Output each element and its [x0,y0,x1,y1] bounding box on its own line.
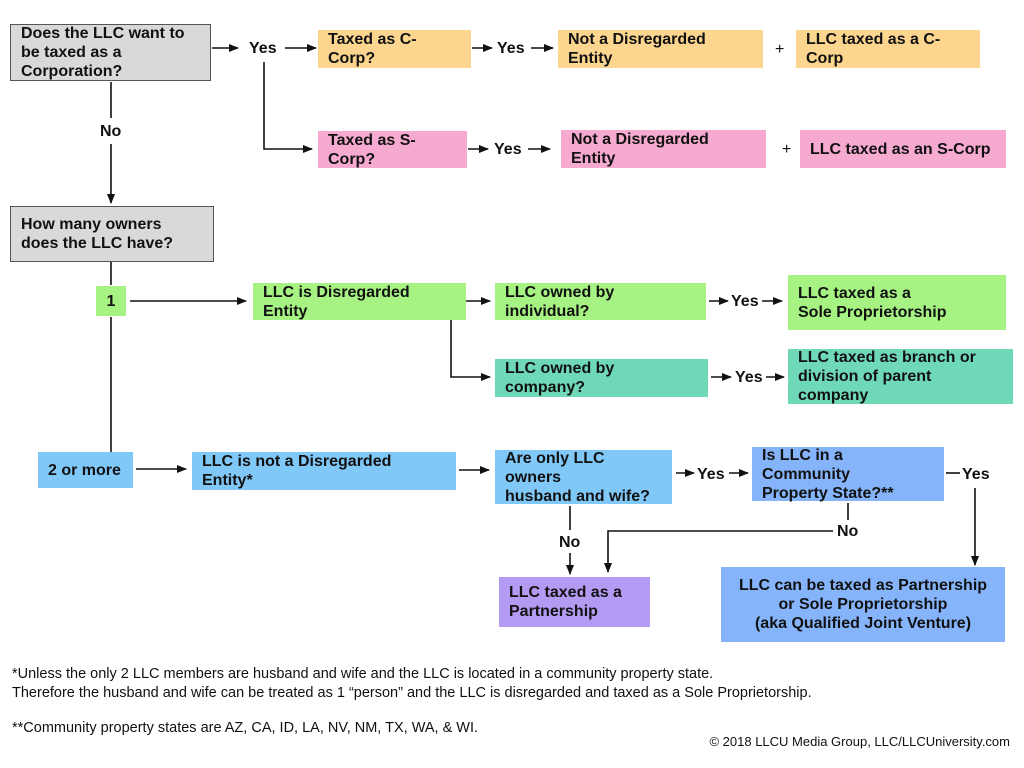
corp-yes-label: Yes [249,40,277,57]
owned-by-company-text: LLC owned by company? [505,360,615,396]
c-corp-yes-label: Yes [497,40,525,57]
company-yes-label: Yes [735,369,763,386]
individual-yes-label: Yes [731,293,759,310]
plus-c-sign: + [775,41,785,58]
partnership-line1: LLC taxed as a [509,584,622,601]
owners-question-text: How many owners does the LLC have? [21,216,174,252]
not-disregarded-star-box: LLC is not a Disregarded Entity* [192,452,456,490]
community-line2: Property State?** [762,484,894,502]
qualified-joint-venture-box: LLC can be taxed as Partnership or Sole … [721,567,1005,642]
disregarded-entity-box: LLC is Disregarded Entity [253,283,466,320]
corporation-question-text: Does the LLC want to be taxed as a Corpo… [21,25,185,80]
husband-wife-yes-label: Yes [697,466,725,483]
qjv-line3: (aka Qualified Joint Venture) [754,615,972,632]
llc-taxed-c-corp-text: LLC taxed as a C-Corp [806,31,941,67]
corporation-question-box: Does the LLC want to be taxed as a Corpo… [10,24,211,81]
arrow-disregarded-to-company [450,320,491,381]
community-no-label: No [837,523,859,540]
one-owner-box: 1 [96,286,126,316]
not-disregarded-star-text: LLC is not a Disregarded Entity* [202,453,392,489]
branch-division-box: LLC taxed as branch or division of paren… [788,349,1013,404]
c-corp-question-text: Taxed as C-Corp? [328,31,417,67]
not-disregarded-c-text: Not a Disregarded Entity [568,31,706,67]
sole-prop-line1: LLC taxed as a [798,284,911,302]
partnership-line2: Partnership [509,603,598,620]
s-corp-yes-label: Yes [494,141,522,158]
llc-taxed-s-corp-text: LLC taxed as an S-Corp [810,140,991,158]
two-or-more-box: 2 or more [38,452,133,488]
arrow-yes-to-s-corp [263,62,313,153]
husband-wife-line1: Are only LLC owners [505,449,605,486]
llc-taxed-s-corp-box: LLC taxed as an S-Corp [800,130,1006,168]
qjv-line2: or Sole Proprietorship [778,596,948,613]
husband-wife-no-label: No [559,534,581,551]
qjv-line1: LLC can be taxed as Partnership [738,577,988,594]
arrow-no-to-partnership-bend [604,530,833,573]
owners-question-box: How many owners does the LLC have? [10,206,214,262]
community-property-question-box: Is LLC in a Community Property State?** [752,446,944,502]
disregarded-entity-text: LLC is Disregarded Entity [263,283,410,320]
copyright-text: © 2018 LLCU Media Group, LLC/LLCUniversi… [709,734,1010,749]
s-corp-question-box: Taxed as S-Corp? [318,131,467,168]
sole-prop-line2: Sole Proprietorship [798,303,947,321]
husband-wife-line2: husband and wife? [505,487,650,505]
llc-taxed-c-corp-box: LLC taxed as a C-Corp [796,30,980,68]
one-owner-text: 1 [106,292,116,310]
c-corp-question-box: Taxed as C-Corp? [318,30,471,68]
s-corp-question-text: Taxed as S-Corp? [328,131,416,168]
not-disregarded-c-box: Not a Disregarded Entity [558,30,763,68]
footnote-single-line2: Therefore the husband and wife can be tr… [12,685,812,701]
plus-s-sign: + [782,141,792,158]
not-disregarded-s-box: Not a Disregarded Entity [561,130,766,168]
sole-proprietorship-box: LLC taxed as a Sole Proprietorship [788,275,1006,330]
corp-no-label: No [100,123,122,140]
branch-line1: LLC taxed as branch or [798,349,976,366]
community-yes-label: Yes [962,466,990,483]
community-line1: Is LLC in a Community [762,446,850,483]
footnote-single-line1: *Unless the only 2 LLC members are husba… [12,666,714,682]
husband-wife-question-box: Are only LLC owners husband and wife? [495,449,672,505]
partnership-box: LLC taxed as a Partnership [499,577,650,627]
footnote-double: **Community property states are AZ, CA, … [12,720,479,736]
not-disregarded-s-text: Not a Disregarded Entity [571,131,709,167]
two-or-more-text: 2 or more [48,461,121,479]
owned-by-company-box: LLC owned by company? [495,359,708,397]
owned-by-individual-box: LLC owned by individual? [495,283,706,320]
owned-by-individual-text: LLC owned by individual? [505,283,615,320]
branch-line2: division of parent company [798,368,932,404]
